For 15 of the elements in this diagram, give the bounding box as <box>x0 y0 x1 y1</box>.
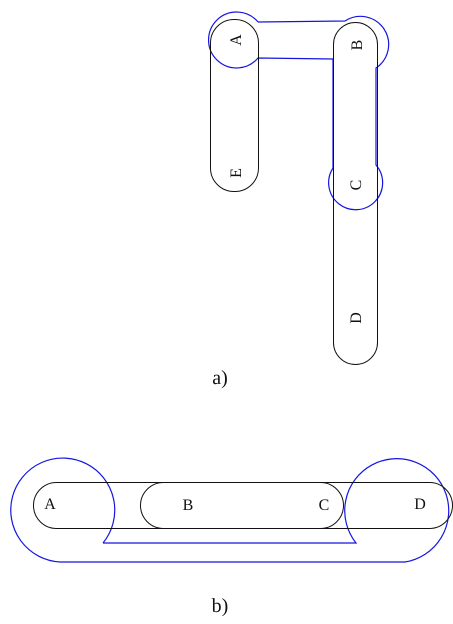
node-letter: A <box>229 34 245 46</box>
node-letter: D <box>414 497 426 513</box>
node-letter: B <box>350 40 366 50</box>
rounded-box <box>333 22 378 365</box>
rounded-box <box>140 482 344 529</box>
node-letter: B <box>182 498 194 514</box>
node-letter: D <box>349 312 365 324</box>
rounded-box <box>33 482 453 529</box>
node-letter: A <box>44 497 56 513</box>
node-letter: C <box>318 498 330 514</box>
node-letter: C <box>349 180 365 190</box>
node-letter: E <box>229 168 245 178</box>
panel-label: b) <box>212 595 228 617</box>
panel-label: a) <box>212 367 228 389</box>
rounded-box <box>210 19 259 192</box>
